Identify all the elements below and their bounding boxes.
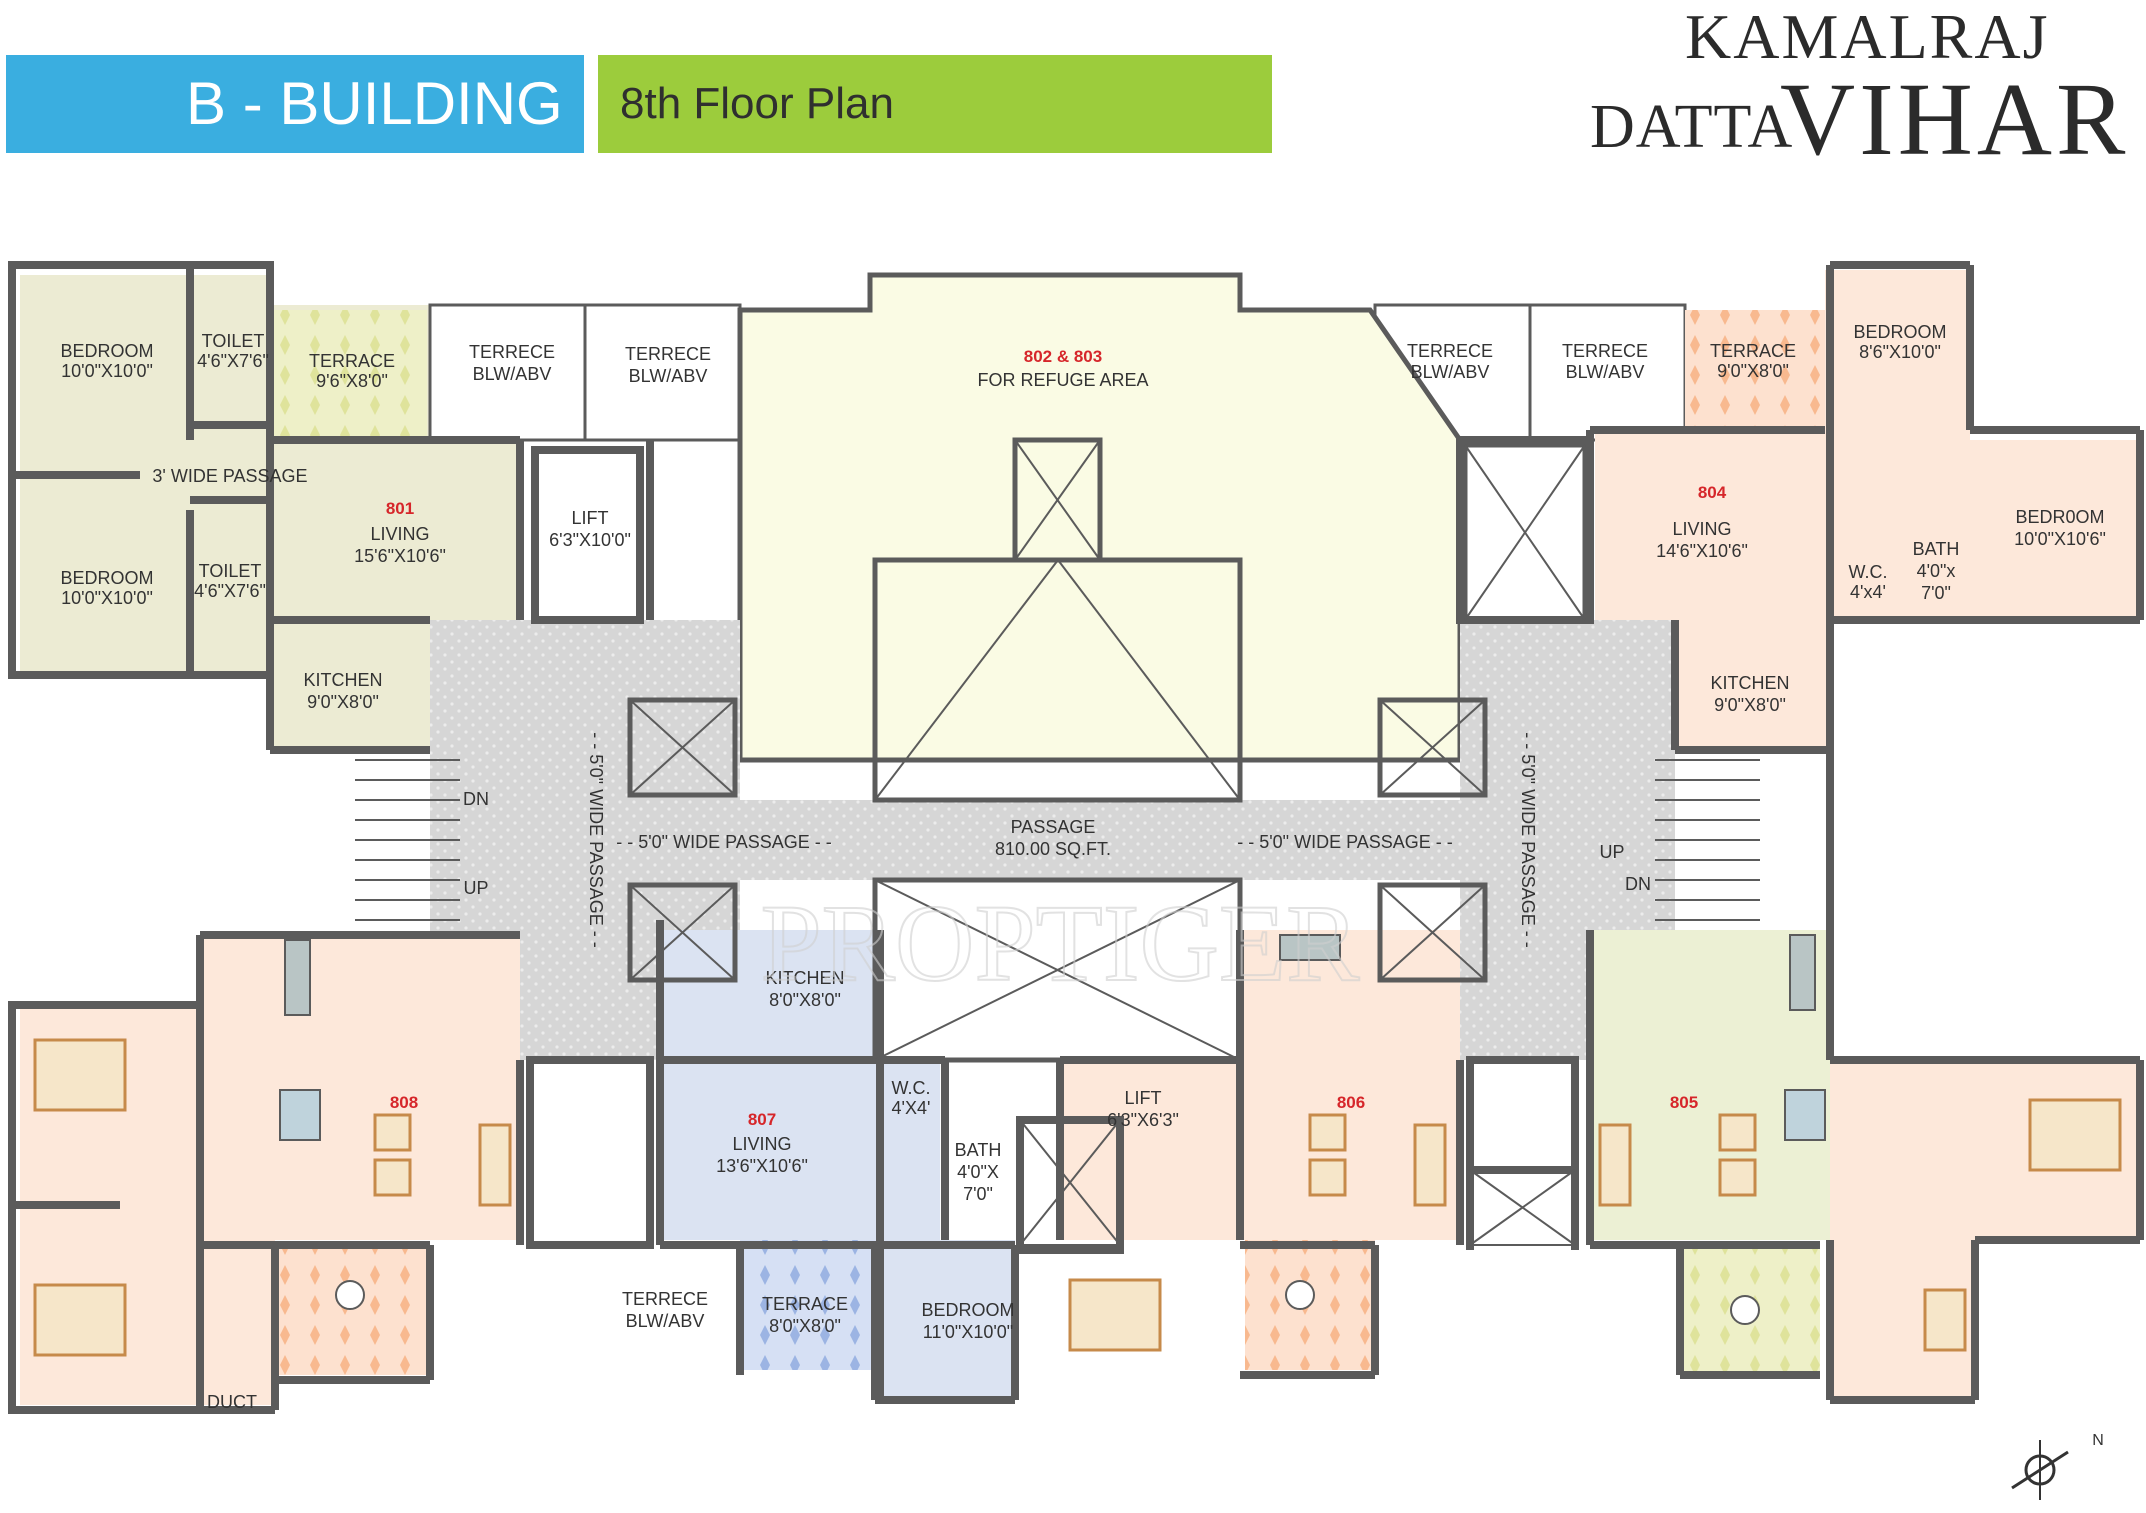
refuge-name: FOR REFUGE AREA [977,370,1148,390]
brand-line-3: VIHAR [1780,62,2130,177]
u804-bedroom2-name: BEDR0OM [2015,507,2104,527]
u801-kitchen-name: KITCHEN [303,670,382,690]
lift2-dim: 6'3"X6'3" [1107,1110,1179,1130]
u804-bath-dim2: 7'0" [1921,583,1951,603]
u804-kitchen-dim: 9'0"X8'0" [1714,695,1786,715]
u805-unit-number: 805 [1670,1093,1698,1112]
staircase-right [1655,759,1760,921]
stair-left-up: UP [463,878,488,898]
u807-living-dim: 13'6"X10'6" [716,1156,808,1176]
u804-terrace-dim: 9'0"X8'0" [1717,361,1789,381]
staircase-left [355,759,460,921]
building-banner: B - BUILDING [6,55,584,153]
u801-terrace-tiles [272,310,427,440]
furniture [33,1038,2122,1357]
stair-right-dn: DN [1625,874,1651,894]
u804-unit-number: 804 [1698,483,1727,502]
u804-bath-name: BATH [1913,539,1960,559]
u807-unit-number: 807 [748,1110,776,1129]
u804-bedroom2-dim: 10'0"X10'6" [2014,529,2106,549]
passage-right-vertical: - - 5'0" WIDE PASSAGE - - [1518,732,1538,948]
u804-living-dim: 14'6"X10'6" [1656,541,1748,561]
u807-kitchen-dim: 8'0"X8'0" [769,990,841,1010]
u807-kitchen-name: KITCHEN [765,968,844,988]
terrece-a-line1: TERRECE [469,342,555,362]
u807-living-name: LIVING [732,1134,791,1154]
terrece-c-line2: BLW/ABV [1411,362,1490,382]
refuge-unit-numbers: 802 & 803 [1024,347,1102,366]
u807-terrace-name: TERRACE [762,1294,848,1314]
u804-bedroom1-dim: 8'6"X10'0" [1859,342,1941,362]
passage-center-area: 810.00 SQ.FT. [995,839,1111,859]
floor-banner: 8th Floor Plan [598,55,1272,153]
terrece-d-line1: TERRECE [1562,341,1648,361]
u807-bath-dim1: 4'0"X [957,1162,999,1182]
watermark: PROPTIGER [761,882,1361,1004]
brand-line-2: DATTA [1590,93,1794,161]
u804-living-name: LIVING [1672,519,1731,539]
u804-bedroom1-name: BEDROOM [1853,322,1946,342]
u807-bedroom-dim: 11'0"X10'0" [923,1322,1013,1342]
passage-center-name: PASSAGE [1011,817,1096,837]
u801-toilet2-name: TOILET [199,561,262,581]
passage-right-horizontal: - - 5'0" WIDE PASSAGE - - [1237,832,1453,852]
terrece-c-line1: TERRECE [1407,341,1493,361]
brand-line-1: KAMALRAJ [1685,1,2050,72]
terrece-d-line2: BLW/ABV [1566,362,1645,382]
u801-toilet1-dim: 4'6"X7'6" [197,351,269,371]
u801-bedroom1-name: BEDROOM [60,341,153,361]
u807-bath-name: BATH [955,1140,1002,1160]
u801-kitchen-dim: 9'0"X8'0" [307,692,379,712]
building-title: B - BUILDING [186,70,563,137]
terrece-e-line2: BLW/ABV [626,1311,705,1331]
lift1-name: LIFT [571,508,608,528]
lift2-name: LIFT [1124,1088,1161,1108]
u801-bedroom2-name: BEDROOM [60,568,153,588]
u801-passage-label: 3' WIDE PASSAGE [152,466,307,486]
common-passage [430,620,1675,1060]
u807-bedroom-name: BEDROOM [921,1300,1014,1320]
u804-wc-name: W.C. [1849,562,1888,582]
stair-right-up: UP [1599,842,1624,862]
u801-toilet2-dim: 4'6"X7'6" [194,581,266,601]
shaft-voids [627,437,1588,1246]
north-label: N [2092,1432,2104,1449]
u804-wc-dim: 4'x4' [1850,582,1886,602]
u807-wc-name: W.C. [892,1078,931,1098]
u807-bath-dim2: 7'0" [963,1184,993,1204]
stair-left-dn: DN [463,789,489,809]
u804-bath-dim1: 4'0"x [1917,561,1956,581]
u801-toilet1-name: TOILET [202,331,265,351]
u801-terrace-dim: 9'6"X8'0" [316,371,388,391]
u801-terrace-name: TERRACE [309,351,395,371]
terrece-a-line2: BLW/ABV [473,364,552,384]
duct-label: DUCT [207,1392,257,1412]
lift1-dim: 6'3"X10'0" [549,530,631,550]
passage-left-horizontal: - - 5'0" WIDE PASSAGE - - [616,832,832,852]
u801-bedroom1-dim: 10'0"X10'0" [61,361,153,381]
u804-kitchen-name: KITCHEN [1710,673,1789,693]
u808-unit-number: 808 [390,1093,418,1112]
passage-left-vertical: - - 5'0" WIDE PASSAGE - - [586,732,606,948]
terrece-e-line1: TERRECE [622,1289,708,1309]
u801-living-dim: 15'6"X10'6" [354,546,446,566]
north-compass: N [2011,1432,2104,1500]
u806-unit-number: 806 [1337,1093,1365,1112]
terrece-b-line1: TERRECE [625,344,711,364]
u801-living-name: LIVING [370,524,429,544]
u801-unit-number: 801 [386,499,414,518]
u801-bedroom2-dim: 10'0"X10'0" [61,588,153,608]
floor-title: 8th Floor Plan [620,79,894,128]
u807-terrace-dim: 8'0"X8'0" [769,1316,841,1336]
u807-wc-dim: 4'X4' [892,1098,931,1118]
u804-terrace-tiles [1685,310,1825,440]
brand-logo: KAMALRAJ DATTA VIHAR [1590,0,2130,177]
terrece-b-line2: BLW/ABV [629,366,708,386]
u804-terrace-name: TERRACE [1710,341,1796,361]
